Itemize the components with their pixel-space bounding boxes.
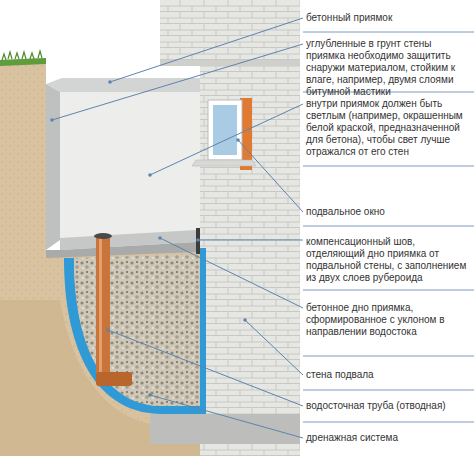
pipe-grate xyxy=(94,233,112,239)
drain-membrane xyxy=(64,248,206,414)
pipe-elbow xyxy=(96,372,132,386)
grass xyxy=(0,58,46,66)
soil xyxy=(0,58,200,456)
expansion-joint xyxy=(196,228,200,254)
drain-pipe xyxy=(96,236,110,380)
grass-blades xyxy=(2,51,42,60)
pipe-highlight xyxy=(99,236,102,380)
well-left-wall xyxy=(46,84,60,250)
leader-dots xyxy=(50,80,247,397)
basement-wall xyxy=(200,0,300,456)
callout-label: стена подвала xyxy=(306,369,472,381)
callout-label: бетонный приямок xyxy=(306,12,472,24)
plinth-ledge xyxy=(160,60,300,66)
callout-label: компенсационный шов, отделяющий дно прия… xyxy=(306,236,472,284)
label-separators xyxy=(303,32,474,422)
window-frame xyxy=(208,100,242,160)
callout-label: дренажная система xyxy=(306,432,472,444)
callout-label: углубленные в грунт стены приямка необхо… xyxy=(306,38,472,98)
callout-label: внутри приямок должен быть светлым (напр… xyxy=(306,98,472,158)
window-sill xyxy=(192,160,256,166)
wall-waterproofing xyxy=(200,248,206,414)
gravel-fill xyxy=(74,254,200,406)
leader-lines xyxy=(52,18,303,438)
callout-label: подвальное окно xyxy=(306,206,472,218)
callout-label: водосточная труба (отводная) xyxy=(306,400,472,412)
well-rim xyxy=(46,78,200,92)
callout-label: бетонное дно приямка, сформированное с у… xyxy=(306,302,472,338)
window-glass xyxy=(213,105,237,155)
foundation-footing xyxy=(150,414,300,444)
well-interior xyxy=(60,92,200,238)
